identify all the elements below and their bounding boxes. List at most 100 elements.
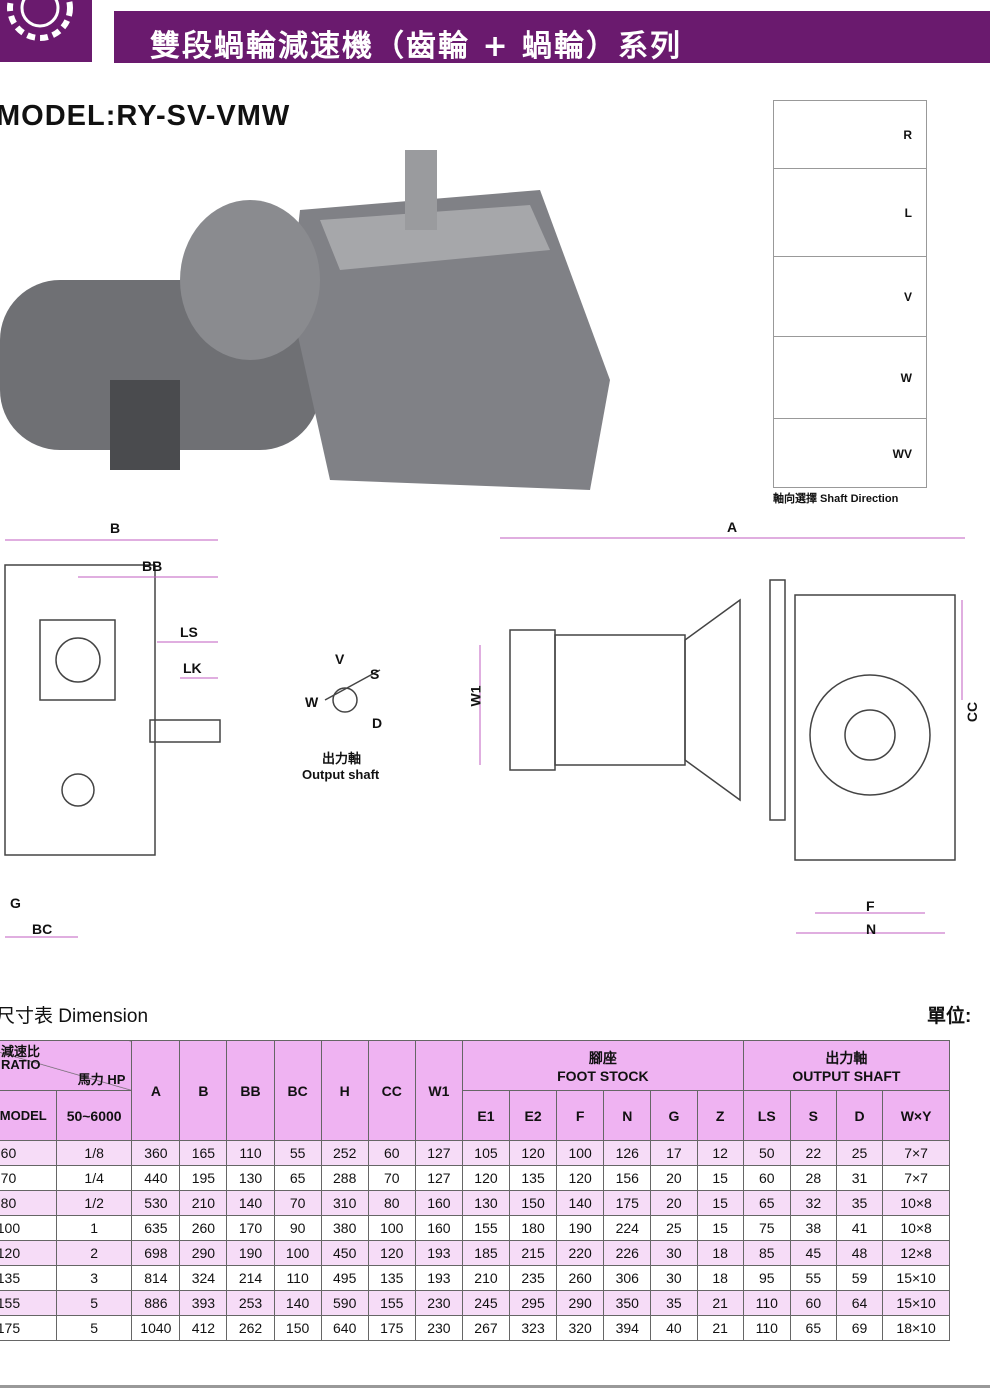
table-cell: 290 xyxy=(556,1290,605,1316)
label-cc: CC xyxy=(964,701,981,723)
shaft-direction-panel: R L V W WV xyxy=(773,100,927,488)
table-cell: 150 xyxy=(273,1315,322,1341)
table-cell: 100 xyxy=(556,1140,605,1166)
table-cell: 25 xyxy=(650,1215,698,1241)
table-cell: 252 xyxy=(320,1140,369,1166)
col-header: N xyxy=(603,1090,652,1141)
table-cell: 70 xyxy=(273,1190,322,1216)
table-cell: 253 xyxy=(226,1290,275,1316)
table-cell: 75 xyxy=(742,1215,791,1241)
table-cell: 50 xyxy=(742,1140,791,1166)
table-cell: 288 xyxy=(320,1165,369,1191)
table-cell: 155 xyxy=(0,1290,57,1316)
table-cell: 80 xyxy=(0,1190,57,1216)
table-cell: 18 xyxy=(696,1240,744,1266)
label-n: N xyxy=(866,921,877,937)
table-cell: 110 xyxy=(226,1140,275,1166)
table-cell: 90 xyxy=(273,1215,322,1241)
label-v: V xyxy=(335,651,345,667)
table-cell: 40 xyxy=(650,1315,698,1341)
table-cell: 55 xyxy=(273,1140,322,1166)
table-cell: 105 xyxy=(461,1140,511,1166)
table-cell: 260 xyxy=(179,1215,228,1241)
table-cell: 69 xyxy=(835,1315,884,1341)
model-title: MODEL:RY-SV-VMW xyxy=(0,100,291,132)
table-cell: 20 xyxy=(650,1190,698,1216)
table-cell: 195 xyxy=(179,1165,228,1191)
table-cell: 320 xyxy=(556,1315,605,1341)
shaft-option-r[interactable]: R xyxy=(774,101,926,169)
table-cell: 215 xyxy=(509,1240,558,1266)
table-cell: 590 xyxy=(320,1290,369,1316)
table-cell: 7×7 xyxy=(882,1165,950,1191)
table-cell: 120 xyxy=(367,1240,416,1266)
output-shaft-caption-cn: 出力軸 xyxy=(322,751,362,766)
table-cell: 80 xyxy=(367,1190,416,1216)
table-cell: 127 xyxy=(414,1165,463,1191)
col-header: LS xyxy=(742,1090,791,1141)
table-cell: 175 xyxy=(367,1315,416,1341)
table-cell: 175 xyxy=(0,1315,57,1341)
table-cell: 100 xyxy=(367,1215,416,1241)
shaft-option-wv[interactable]: WV xyxy=(892,447,912,461)
col-w1: W1 xyxy=(414,1040,463,1141)
table-cell: 193 xyxy=(414,1265,463,1291)
table-cell: 155 xyxy=(367,1290,416,1316)
table-cell: 70 xyxy=(0,1165,57,1191)
table-cell: 350 xyxy=(603,1290,652,1316)
table-cell: 65 xyxy=(789,1315,837,1341)
table-cell: 59 xyxy=(835,1265,884,1291)
table-cell: 224 xyxy=(603,1215,652,1241)
table-cell: 100 xyxy=(273,1240,322,1266)
col-header: E2 xyxy=(509,1090,558,1141)
shaft-option-v[interactable]: V xyxy=(774,257,926,337)
table-cell: 60 xyxy=(367,1140,416,1166)
table-cell: 495 xyxy=(320,1265,369,1291)
table-cell: 150 xyxy=(509,1190,558,1216)
table-cell: 18 xyxy=(696,1265,744,1291)
table-cell: 35 xyxy=(650,1290,698,1316)
label-b: B xyxy=(110,520,121,536)
table-cell: 393 xyxy=(179,1290,228,1316)
col-header: S xyxy=(789,1090,837,1141)
shaft-option-w[interactable]: W xyxy=(774,337,926,419)
label-d: D xyxy=(372,715,383,731)
company-logo xyxy=(0,0,92,62)
table-cell: 1040 xyxy=(131,1315,181,1341)
table-cell: 12 xyxy=(696,1140,744,1166)
table-cell: 2 xyxy=(55,1240,133,1266)
table-cell: 235 xyxy=(509,1265,558,1291)
table-cell: 886 xyxy=(131,1290,181,1316)
col-header: Z xyxy=(696,1090,744,1141)
table-cell: 160 xyxy=(414,1215,463,1241)
table-cell: 135 xyxy=(367,1265,416,1291)
label-bb: BB xyxy=(142,558,163,574)
col-header: E1 xyxy=(461,1090,511,1141)
table-cell: 45 xyxy=(789,1240,837,1266)
table-cell: 25 xyxy=(835,1140,884,1166)
col-header: F xyxy=(556,1090,605,1141)
col-header: W×Y xyxy=(882,1090,950,1141)
table-cell: 530 xyxy=(131,1190,181,1216)
label-a: A xyxy=(727,519,738,535)
table-cell: 64 xyxy=(835,1290,884,1316)
unit-label: 單位: xyxy=(927,1006,972,1027)
col-header: D xyxy=(835,1090,884,1141)
label-w1: W1 xyxy=(467,685,484,707)
table-cell: 127 xyxy=(414,1140,463,1166)
table-cell: 135 xyxy=(509,1165,558,1191)
table-cell: 28 xyxy=(789,1165,837,1191)
table-cell: 1 xyxy=(55,1215,133,1241)
table-cell: 95 xyxy=(742,1265,791,1291)
table-cell: 140 xyxy=(273,1290,322,1316)
table-cell: 156 xyxy=(603,1165,652,1191)
shaft-option-l[interactable]: L xyxy=(774,169,926,257)
table-cell: 110 xyxy=(742,1290,791,1316)
table-cell: 15 xyxy=(696,1190,744,1216)
